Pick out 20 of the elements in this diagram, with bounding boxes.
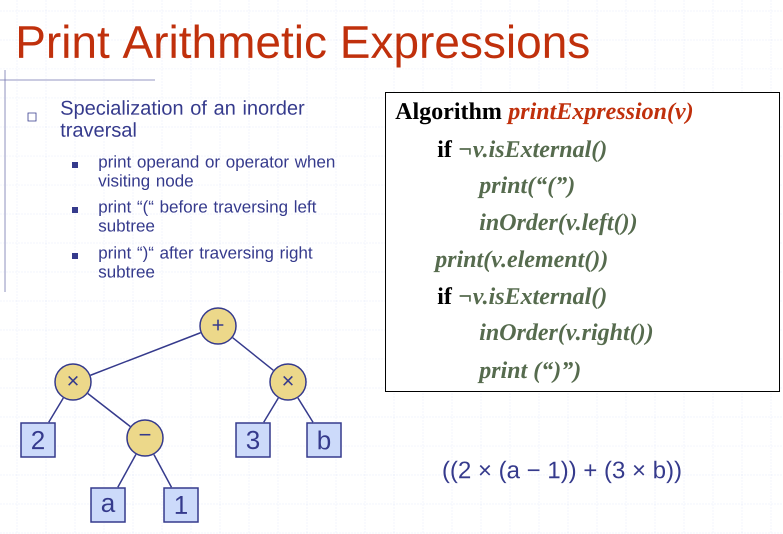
bullet-text: print operand or operator when visiting node (98, 155, 334, 190)
bullet-text: print “(“ before traversing left subtree (98, 200, 316, 232)
tree-edge (87, 392, 131, 428)
tree-edge (297, 398, 314, 423)
tree-edge (263, 398, 279, 423)
tree-edge (48, 398, 64, 423)
bullet-text: Specialization of an inorder traversal (60, 100, 304, 137)
bullet-text: print “)“ after traversing right subtree (98, 246, 312, 278)
operand-box: 3 (235, 422, 271, 458)
tree-edge (90, 332, 201, 376)
expression-text: ((2 × (a − 1)) + (3 × b)) (443, 460, 681, 484)
operand-box: 1 (163, 487, 199, 523)
operand-box: a (90, 487, 126, 523)
slide-title: Print Arithmetic Expressions (19, 24, 589, 68)
operand-box: 2 (20, 422, 56, 458)
algorithm-box: Algorithm printExpression(v) if ¬v.isExternal() print(“(”) inOrder(v.left()) print(v.element()) if ¬v.isExternal() inOrder(v.right()) print (“)”) (385, 92, 780, 392)
tree-edge (232, 337, 274, 371)
operand-box: b (306, 422, 342, 458)
tree-edge (153, 454, 172, 488)
tree-edge (117, 454, 137, 488)
